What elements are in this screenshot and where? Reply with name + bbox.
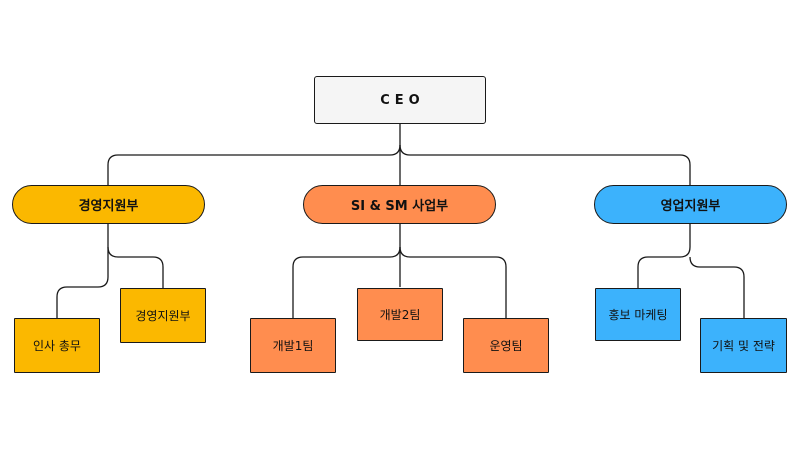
ceo-box: CEO bbox=[314, 76, 486, 124]
connector-si-sm-to-dev1 bbox=[292, 246, 401, 318]
department-si-sm: SI & SM 사업부 bbox=[303, 185, 496, 224]
connector-management-to-support bbox=[107, 246, 164, 288]
connector-si-sm-to-ops bbox=[399, 246, 507, 318]
team-marketing-label: 홍보 마케팅 bbox=[608, 308, 668, 322]
team-hr-general-affairs: 인사 총무 bbox=[14, 318, 100, 373]
department-management: 경영지원부 bbox=[12, 185, 205, 224]
connector-sales-to-planning bbox=[689, 256, 745, 318]
connector-ceo-to-sales bbox=[399, 144, 691, 185]
team-operations-label: 운영팀 bbox=[489, 339, 523, 353]
department-si-sm-label: SI & SM 사업부 bbox=[350, 199, 449, 214]
ceo-label: CEO bbox=[380, 92, 425, 108]
team-planning-strategy: 기획 및 전략 bbox=[700, 318, 787, 373]
team-marketing: 홍보 마케팅 bbox=[595, 288, 681, 341]
team-development-1: 개발1팀 bbox=[250, 318, 336, 373]
team-planning-strategy-label: 기획 및 전략 bbox=[712, 339, 775, 353]
team-operations: 운영팀 bbox=[463, 318, 549, 373]
department-sales: 영업지원부 bbox=[594, 185, 787, 224]
team-management-support-label: 경영지원부 bbox=[135, 309, 191, 323]
connector-ceo-trunk bbox=[389, 124, 401, 156]
team-management-support: 경영지원부 bbox=[120, 288, 206, 343]
connector-management-to-hr bbox=[56, 276, 109, 318]
department-sales-label: 영업지원부 bbox=[660, 199, 721, 214]
department-management-label: 경영지원부 bbox=[78, 199, 139, 214]
team-development-2: 개발2팀 bbox=[357, 288, 443, 341]
team-development-2-label: 개발2팀 bbox=[379, 308, 421, 322]
team-development-1-label: 개발1팀 bbox=[272, 339, 314, 353]
team-hr-general-affairs-label: 인사 총무 bbox=[33, 339, 81, 353]
connector-ceo-to-management bbox=[107, 154, 390, 185]
connector-sales-to-marketing bbox=[637, 246, 691, 288]
